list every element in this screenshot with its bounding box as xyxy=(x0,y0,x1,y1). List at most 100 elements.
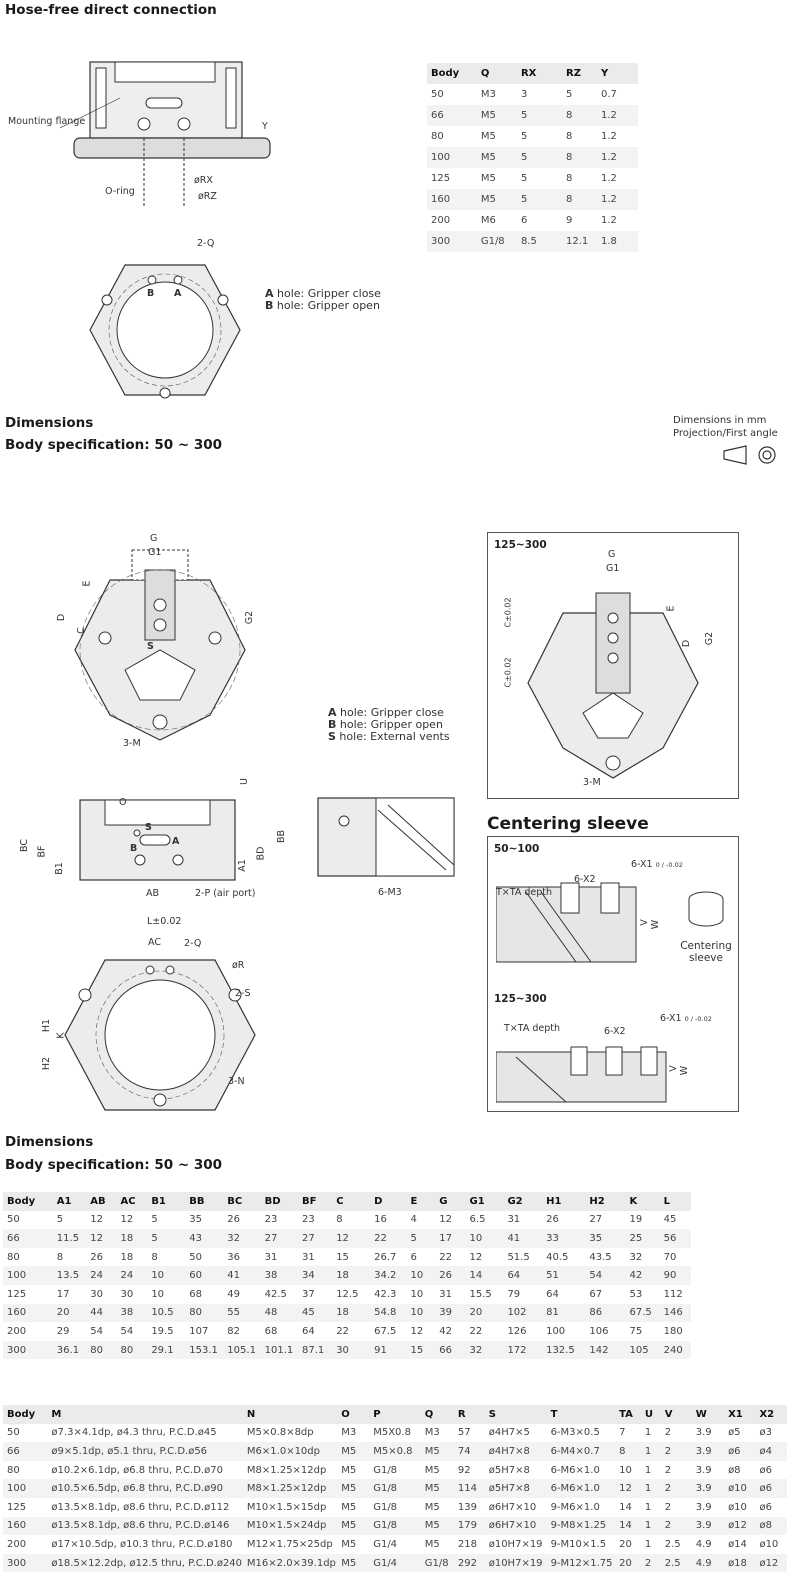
table-cell: 18 xyxy=(332,1303,371,1323)
table-cell: 43 xyxy=(185,1229,224,1248)
table-cell: 100 xyxy=(427,147,477,168)
table-cell: 1.2 xyxy=(596,147,638,168)
inset-label-g2: G2 xyxy=(704,631,716,646)
sleeve-large-x2: 6-X2 xyxy=(604,1026,626,1037)
table-cell: 27 xyxy=(585,1210,626,1230)
sleeve-large-v: V xyxy=(667,1065,679,1072)
sleeve-small-title: 50~100 xyxy=(494,843,540,855)
table-cell: M6 xyxy=(476,210,517,231)
column-header: Body xyxy=(427,63,477,84)
column-header: R xyxy=(453,1405,485,1424)
column-header: G2 xyxy=(503,1192,543,1211)
table-cell: 23 xyxy=(297,1210,333,1230)
label-side-s: S xyxy=(145,822,152,833)
section-title-dimensions: Dimensions xyxy=(5,415,94,431)
sleeve-small-drawing xyxy=(496,882,724,963)
table-cell: ø10H7×19 xyxy=(484,1553,547,1573)
sleeve-small-x2: 6-X2 xyxy=(574,874,596,885)
table-cell: 101.1 xyxy=(260,1340,298,1360)
table-cell: 5 xyxy=(406,1229,436,1248)
table-cell: ø12 xyxy=(755,1553,787,1573)
table-cell: M8×1.25×12dp xyxy=(242,1460,338,1480)
section-title-dimensions-2: Dimensions xyxy=(5,1134,94,1150)
column-header: Body xyxy=(3,1405,48,1424)
column-header: E xyxy=(406,1192,436,1211)
sleeve-small-t: T×TA depth xyxy=(496,887,552,898)
projection-note: Projection/First angle xyxy=(673,428,778,439)
column-header: TA xyxy=(615,1405,641,1424)
table-cell: 40.5 xyxy=(542,1247,586,1267)
table-cell: 8 xyxy=(615,1442,641,1461)
table-cell: 2 xyxy=(660,1497,692,1517)
table-cell: 26 xyxy=(542,1210,586,1230)
table-cell: 32 xyxy=(223,1229,261,1248)
table-cell: M5 xyxy=(420,1479,454,1498)
table-cell: 34.2 xyxy=(370,1266,407,1285)
table-cell: M5 xyxy=(337,1516,370,1536)
table-cell: 100 xyxy=(3,1479,48,1498)
table-cell: 26.7 xyxy=(370,1247,407,1267)
centering-sleeve-part-label: Centering sleeve xyxy=(680,940,732,964)
table-cell: 1.2 xyxy=(596,168,638,189)
table-cell: 12 xyxy=(465,1247,504,1267)
table-cell: 5 xyxy=(562,84,597,105)
column-header: C xyxy=(332,1192,371,1211)
table-cell: M5 xyxy=(420,1460,454,1480)
table-cell: 1.2 xyxy=(596,189,638,210)
column-header: P xyxy=(369,1405,421,1424)
table-cell: ø10.5×6.5dp, ø6.8 thru, P.C.D.ø90 xyxy=(47,1479,243,1498)
table-cell: M5 xyxy=(476,168,517,189)
section-title-hose-free: Hose-free direct connection xyxy=(5,2,217,18)
table-cell: 1.2 xyxy=(596,105,638,126)
table-cell: 42 xyxy=(625,1266,660,1285)
table-cell: M5 xyxy=(337,1553,370,1573)
table-cell: ø8 xyxy=(755,1516,787,1536)
table-cell: 45 xyxy=(659,1210,691,1230)
table-cell: 2 xyxy=(660,1460,692,1480)
table-cell: ø9×5.1dp, ø5.1 thru, P.C.D.ø56 xyxy=(47,1442,243,1461)
table-cell: 1 xyxy=(640,1516,661,1536)
table-cell: ø10H7×19 xyxy=(484,1535,547,1554)
table-cell: 50 xyxy=(3,1210,53,1230)
hole-legend-2: A hole: Gripper close B hole: Gripper op… xyxy=(328,707,450,743)
table-cell: 38 xyxy=(260,1266,298,1285)
legend-key: S xyxy=(328,730,336,743)
gripper-side-view-drawing xyxy=(79,799,236,881)
table-cell: 14 xyxy=(615,1516,641,1536)
inset-top-view-drawing xyxy=(527,592,699,779)
table-cell: 79 xyxy=(503,1284,543,1304)
table-cell: 12 xyxy=(86,1210,117,1230)
table-cell: 107 xyxy=(185,1322,224,1341)
table-cell: M5 xyxy=(476,126,517,147)
table-cell: 12 xyxy=(615,1479,641,1498)
table-cell: ø18 xyxy=(724,1553,756,1573)
table-cell: 11.5 xyxy=(52,1229,87,1248)
section-subtitle-2: Body specification: 50 ~ 300 xyxy=(5,1157,223,1173)
table-cell: 49 xyxy=(223,1284,261,1304)
label-bb: BB xyxy=(276,829,288,844)
table-cell: ø3 xyxy=(755,1423,787,1443)
table-cell: 4.9 xyxy=(691,1553,725,1573)
table-cell: 5 xyxy=(516,168,562,189)
table-cell: 112 xyxy=(659,1284,691,1304)
x1-label: 6-X1 xyxy=(631,859,653,870)
table-cell: 26 xyxy=(435,1266,466,1285)
table-cell: 42.3 xyxy=(370,1284,407,1304)
column-header: Q xyxy=(420,1405,454,1424)
table-cell: 32 xyxy=(465,1340,504,1360)
table-cell: 60 xyxy=(185,1266,224,1285)
table-cell: 200 xyxy=(3,1322,53,1341)
label-y: Y xyxy=(262,121,268,132)
table-cell: 54 xyxy=(116,1322,148,1341)
